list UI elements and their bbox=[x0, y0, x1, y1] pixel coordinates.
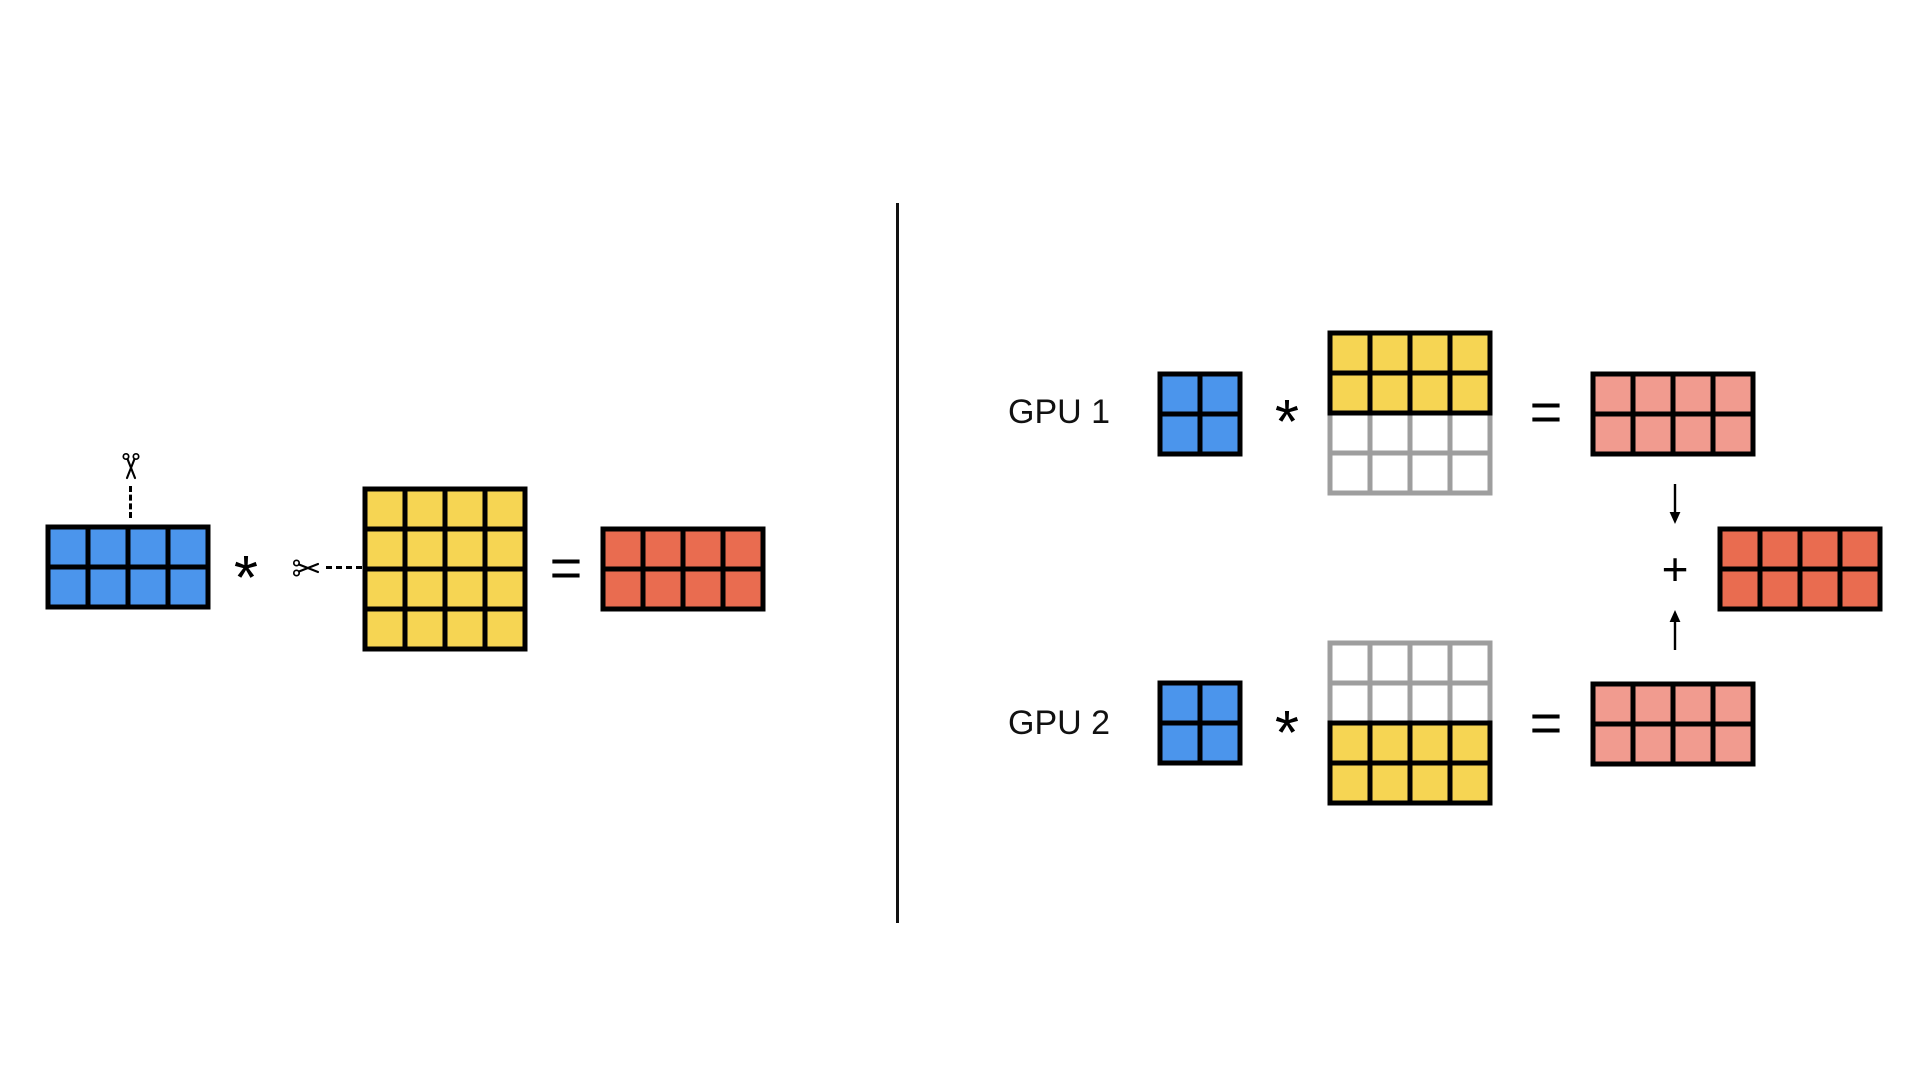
weight-matrix bbox=[362, 486, 528, 652]
activation-matrix bbox=[45, 524, 211, 610]
gpu1-label: GPU 1 bbox=[1008, 393, 1111, 431]
up-arrow-icon bbox=[1667, 610, 1683, 650]
scissors-down-icon bbox=[118, 451, 144, 481]
gpu2-label: GPU 2 bbox=[1008, 704, 1111, 742]
gpu2-partial-result-matrix bbox=[1590, 681, 1756, 767]
gpu1-partial-result-matrix bbox=[1590, 371, 1756, 457]
gpu1-activation-matrix bbox=[1157, 371, 1243, 457]
plus-operator: + bbox=[1661, 543, 1689, 595]
gpu1-weight-shard-matrix bbox=[1327, 330, 1493, 496]
scissors-right-icon bbox=[291, 555, 321, 581]
gpu1-multiply-operator: * bbox=[1274, 388, 1300, 458]
panel-divider bbox=[896, 203, 899, 923]
combined-result-matrix bbox=[1717, 526, 1883, 612]
gpu1-equals-operator: = bbox=[1529, 380, 1563, 443]
multiply-operator: * bbox=[233, 544, 259, 614]
down-arrow-icon bbox=[1667, 484, 1683, 524]
gpu2-weight-shard-matrix bbox=[1327, 640, 1493, 806]
cut-line-vertical bbox=[129, 486, 132, 518]
gpu2-equals-operator: = bbox=[1529, 691, 1563, 754]
equals-operator: = bbox=[549, 536, 583, 599]
result-matrix bbox=[600, 526, 766, 612]
gpu2-multiply-operator: * bbox=[1274, 699, 1300, 769]
gpu2-activation-matrix bbox=[1157, 680, 1243, 766]
cut-line-horizontal bbox=[326, 566, 362, 569]
